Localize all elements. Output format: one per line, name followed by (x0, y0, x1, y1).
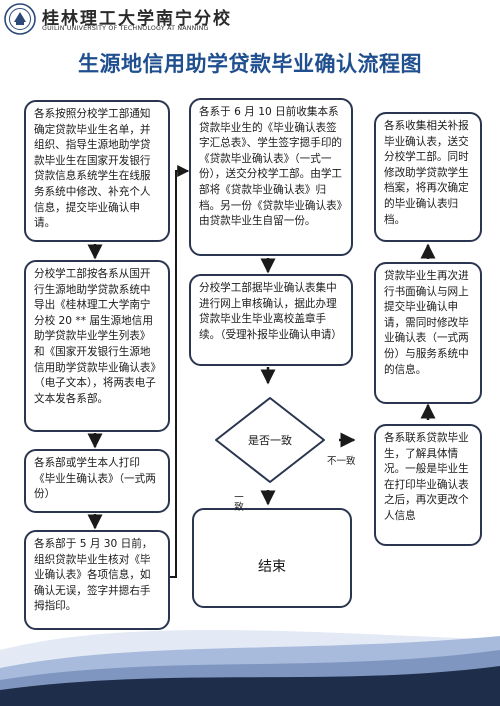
step-4-box: 各系部于 5 月 30 日前，组织贷款毕业生核对《毕业确认表》各项信息，如确认无… (24, 530, 170, 630)
footer-wave-decoration (0, 630, 500, 706)
step-8-box: 贷款毕业生再次进行书面确认与网上提交毕业确认申请，需同时修改毕业确认表（一式两份… (374, 262, 482, 404)
step-6-box: 分校学工部据毕业确认表集中进行网上审核确认，据此办理贷款毕业生毕业离校盖章手续。… (189, 274, 353, 366)
end-label: 结束 (258, 559, 286, 575)
header: 桂林理工大学南宁分校 GUILIN UNIVERSITY OF TECHNOLO… (0, 0, 500, 40)
connector-s4-s5 (168, 165, 190, 578)
end-box (192, 508, 352, 608)
step-7-box: 各系联系贷款毕业生，了解具体情况。一般是毕业生在打印毕业确认表之后，再次更改个人… (374, 424, 482, 546)
decision-label: 是否一致 (248, 434, 292, 447)
decision-diamond (215, 397, 325, 483)
step-3-box: 各系部或学生本人打印《毕业生确认表》（一式两份） (24, 449, 170, 513)
page-title: 生源地信用助学贷款毕业确认流程图 (78, 52, 422, 76)
step-9-box: 各系收集相关补报毕业确认表，送交分校学工部。同时修改助学贷款学生档案，将再次确定… (374, 112, 482, 242)
yes-label: 一致 (232, 492, 243, 511)
no-label: 不一致 (327, 456, 356, 467)
university-name-cn: 桂林理工大学南宁分校 (42, 9, 232, 29)
step-5-box: 各系于 6 月 10 日前收集本系贷款毕业生的《毕业确认表签字汇总表》、学生签字… (189, 98, 353, 256)
university-seal-icon (4, 3, 36, 35)
university-name-en: GUILIN UNIVERSITY OF TECHNOLOGY AT NANNI… (42, 25, 209, 32)
step-2-box: 分校学工部按各系从国开行生源地助学贷款系统中导出《桂林理工大学南宁分校 20 *… (24, 260, 170, 432)
step-1-box: 各系按照分校学工部通知确定贷款毕业生名单，并组织、指导生源地助学贷款毕业生在国家… (24, 100, 170, 242)
